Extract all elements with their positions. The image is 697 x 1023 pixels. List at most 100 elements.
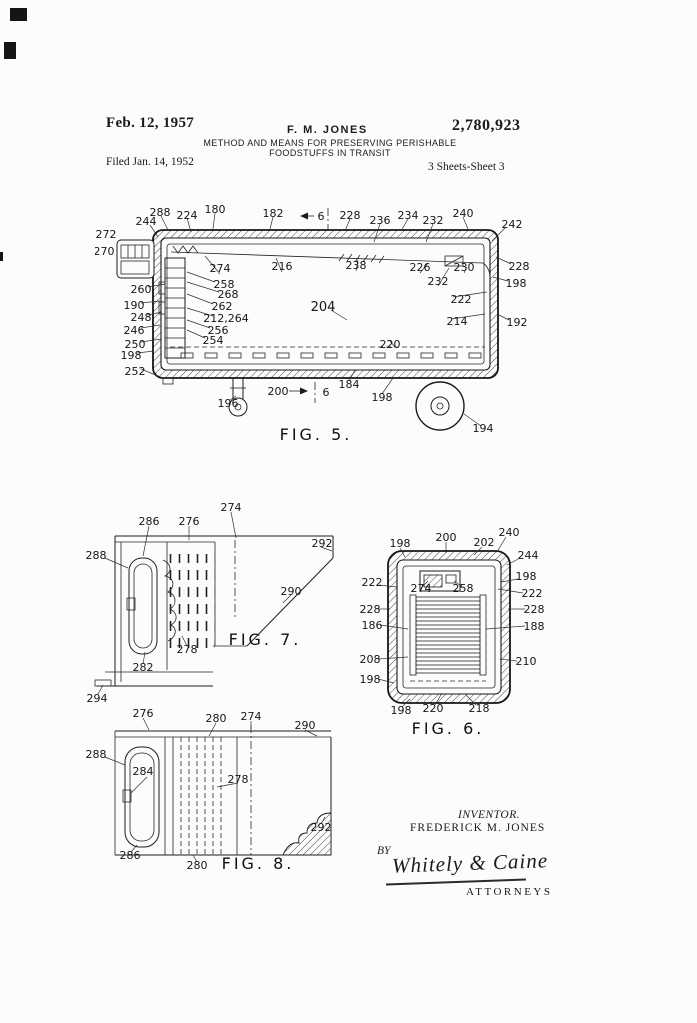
leader-lines <box>97 511 333 695</box>
scan-artifact <box>0 252 3 261</box>
ref-label: 292 <box>312 537 333 550</box>
ref-label: 276 <box>133 707 154 720</box>
figure-6: 240 198 200 202 244 198 222 274 258 222 … <box>360 525 545 745</box>
evaporator-unit <box>419 570 461 592</box>
ref-label: 220 <box>423 702 444 715</box>
ref-label: 222 <box>362 576 383 589</box>
ref-label: 218 <box>469 702 490 715</box>
fig6-svg: 240 198 200 202 244 198 222 274 258 222 … <box>360 526 545 738</box>
ref-label: 198 <box>372 391 393 404</box>
ref-label: 282 <box>133 661 154 674</box>
floor-racks <box>170 346 485 359</box>
ref-label: 248 <box>131 311 152 324</box>
ref-label: 288 <box>86 748 107 761</box>
patent-title-line2: FOODSTUFFS IN TRANSIT <box>269 148 391 158</box>
scan-artifact <box>10 8 27 21</box>
scan-artifact <box>4 42 16 59</box>
front-refrigeration-unit <box>116 239 155 279</box>
ref-label: 240 <box>499 526 520 539</box>
ref-label: 274 <box>210 262 231 275</box>
fan-housing <box>122 746 160 848</box>
ref-label: 232 <box>423 214 444 227</box>
ref-label: 212,264 <box>203 312 249 325</box>
ref-label: 184 <box>339 378 360 391</box>
ref-label: 6 <box>323 386 330 399</box>
trailer-body <box>152 229 499 379</box>
leader-lines <box>136 212 512 427</box>
leader-lines <box>377 536 526 708</box>
ref-label: 198 <box>391 704 412 717</box>
ref-label: 290 <box>295 719 316 732</box>
ref-label: 204 <box>311 300 336 315</box>
ref-label: 260 <box>131 283 152 296</box>
ref-label: 188 <box>524 620 545 633</box>
fig7-svg: 274 286 276 288 292 290 278 282 294 FIG.… <box>86 501 334 705</box>
ref-label: 186 <box>362 619 383 632</box>
ref-label: 268 <box>218 288 239 301</box>
ref-label: 242 <box>502 218 523 231</box>
ref-label: 284 <box>133 765 154 778</box>
ceiling-duct <box>170 245 491 279</box>
patent-date: Feb. 12, 1957 <box>106 115 195 131</box>
ref-label: 252 <box>125 365 146 378</box>
slat-rack <box>409 594 487 682</box>
ref-label: 180 <box>205 203 226 216</box>
ref-label: 194 <box>473 422 494 435</box>
fig8-svg: 276 280 274 290 288 284 278 292 286 280 … <box>86 707 332 873</box>
leader-lines <box>104 717 326 863</box>
ref-label: 256 <box>208 324 229 337</box>
ref-label: 200 <box>436 531 457 544</box>
ref-label: 228 <box>360 603 381 616</box>
filed-date: Filed Jan. 14, 1952 <box>106 156 194 168</box>
ref-label: 228 <box>340 209 361 222</box>
fig8-caption: FIG. 8. <box>222 854 295 873</box>
rear-wheel <box>415 381 465 431</box>
ref-label: 294 <box>87 692 108 705</box>
ref-label: 226 <box>410 261 431 274</box>
ref-label: 274 <box>221 501 242 514</box>
ref-label: 6 <box>318 210 325 223</box>
ref-label: 290 <box>281 585 302 598</box>
ref-label: 198 <box>390 537 411 550</box>
ref-label: 244 <box>136 215 157 228</box>
ref-label: 272 <box>96 228 117 241</box>
section-line-6 <box>289 208 329 403</box>
ref-label: 238 <box>346 259 367 272</box>
fig6-caption: FIG. 6. <box>412 719 485 738</box>
ref-label: 234 <box>398 209 419 222</box>
ref-label: 274 <box>411 582 432 595</box>
figure-8: 276 280 274 290 288 284 278 292 286 280 … <box>85 705 335 885</box>
ref-label: 250 <box>125 338 146 351</box>
ref-label: 236 <box>370 214 391 227</box>
by-label: BY <box>377 845 391 857</box>
fig5-caption: FIG. 5. <box>280 425 353 444</box>
ref-label: 210 <box>516 655 537 668</box>
duct-slats <box>164 737 222 855</box>
ref-label: 278 <box>177 643 198 656</box>
wall-and-roof <box>94 535 333 687</box>
ref-label: 198 <box>506 277 527 290</box>
fig7-caption: FIG. 7. <box>229 630 302 649</box>
ref-label: 286 <box>120 849 141 862</box>
ref-label: 258 <box>214 278 235 291</box>
ref-label: 224 <box>177 209 198 222</box>
louver-plate <box>166 542 216 670</box>
inventor-label: INVENTOR. <box>458 809 521 821</box>
ref-label: 262 <box>212 300 233 313</box>
patent-number: 2,780,923 <box>452 117 521 134</box>
ref-label: 244 <box>518 549 539 562</box>
landing-gear <box>228 378 248 417</box>
ref-label: 202 <box>474 536 495 549</box>
ref-label: 288 <box>86 549 107 562</box>
ref-label: 198 <box>121 349 142 362</box>
signature-underline <box>386 878 526 885</box>
attorneys-label: ATTORNEYS <box>466 886 553 898</box>
ref-label: 274 <box>241 710 262 723</box>
attorney-signature: Whitely & Caine <box>391 848 549 878</box>
ref-label: 280 <box>187 859 208 872</box>
sheet-info: 3 Sheets-Sheet 3 <box>428 161 505 173</box>
ref-label: 222 <box>522 587 543 600</box>
ref-label: 198 <box>516 570 537 583</box>
fig5-svg: 288 224 180 182 6 228 236 234 232 240 24… <box>94 203 530 444</box>
ref-label: 270 <box>95 245 115 258</box>
